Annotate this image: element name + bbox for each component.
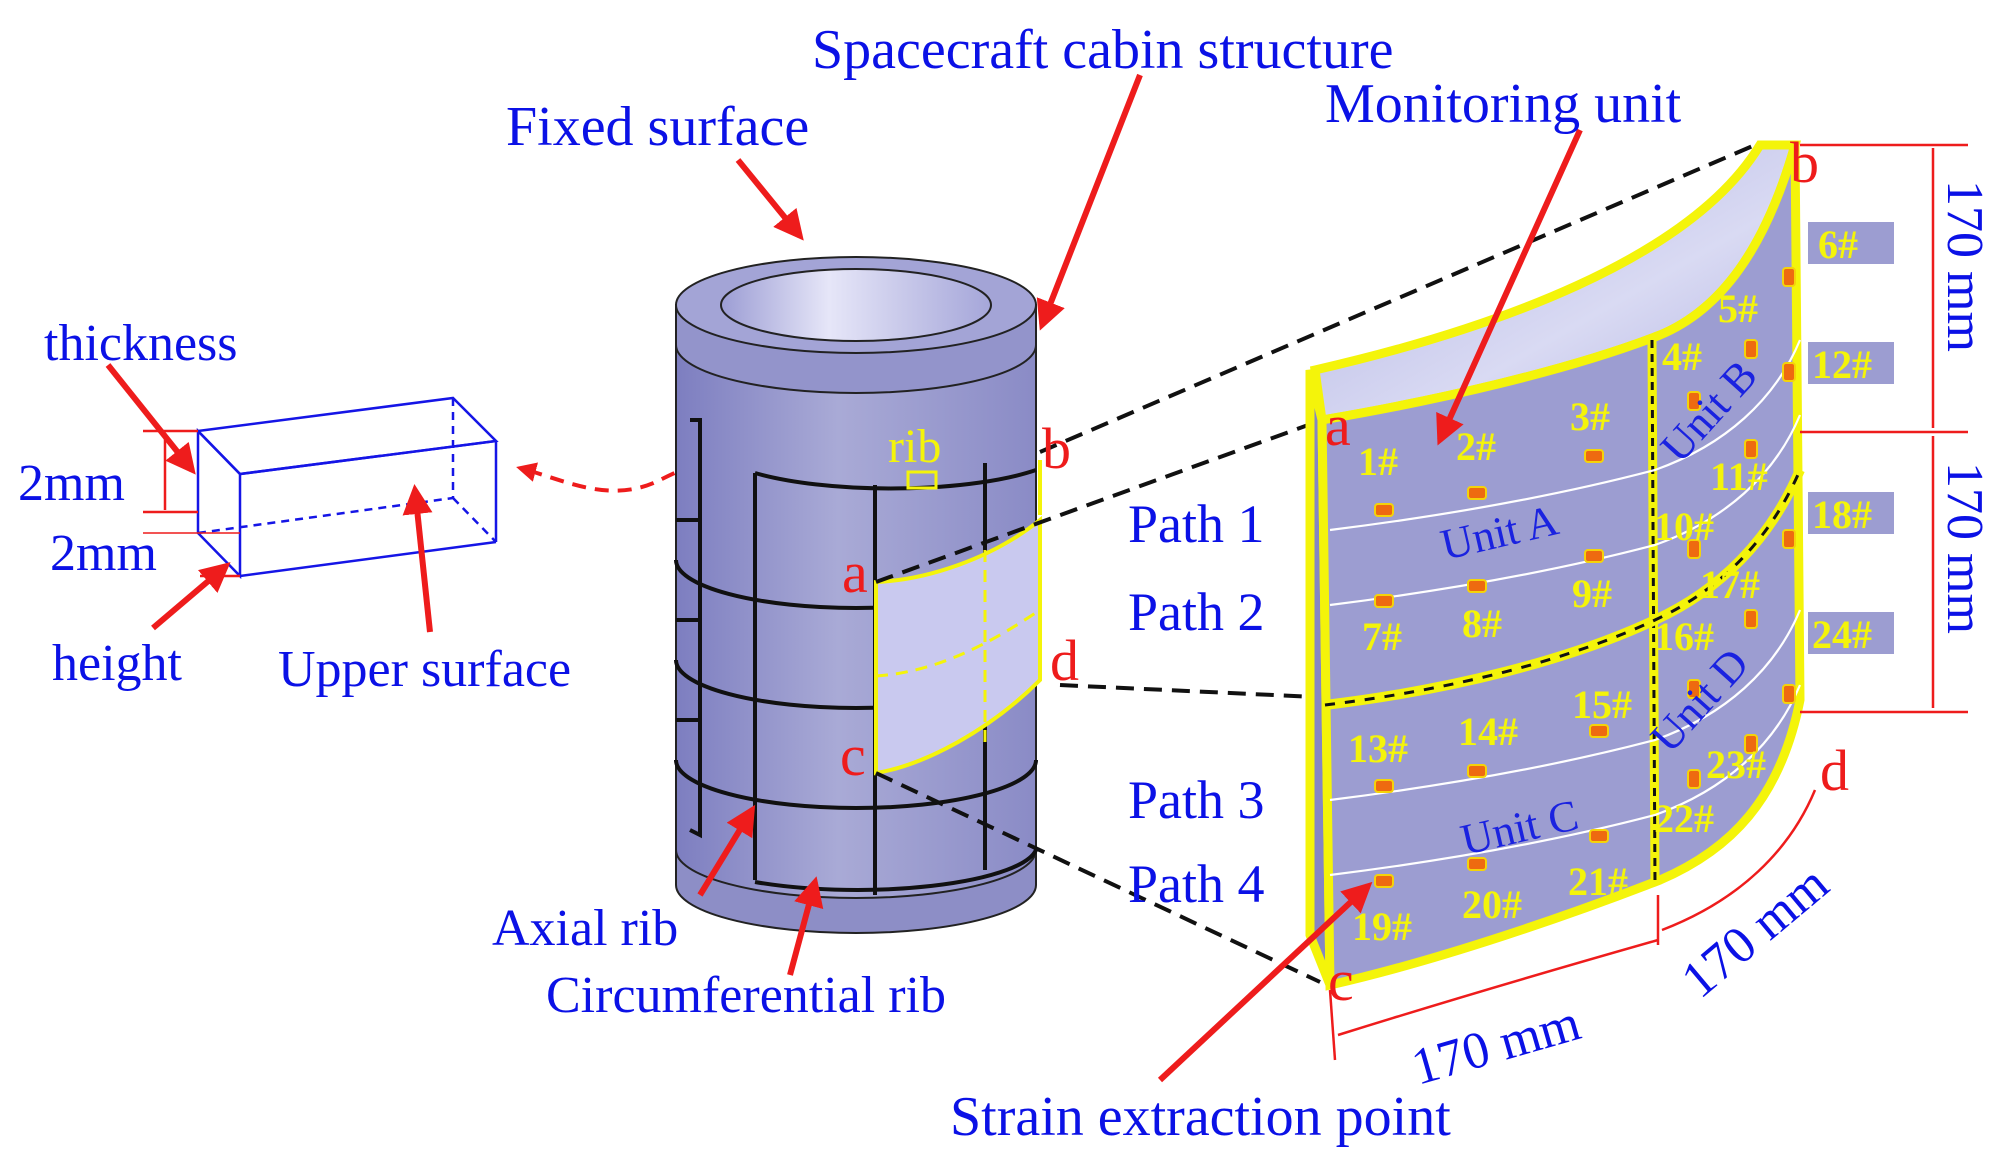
corner-b-panel: b bbox=[1790, 130, 1819, 195]
fixed-surface-label: Fixed surface bbox=[506, 96, 809, 158]
sensor-2-label: 2# bbox=[1456, 424, 1496, 469]
cabin-structure-arrow bbox=[1036, 73, 1143, 331]
axial-rib-arrow bbox=[697, 804, 756, 897]
dim-lower-vertical: 170 mm bbox=[1936, 462, 1993, 634]
enlarged-panel bbox=[1305, 140, 1805, 991]
height-dimension: 2mm bbox=[50, 525, 157, 582]
strain-extraction-label: Strain extraction point bbox=[950, 1086, 1451, 1148]
sensor-20-label: 20# bbox=[1462, 882, 1522, 927]
dim-bottom: 170 mm bbox=[1406, 994, 1587, 1096]
box-dimension-marks bbox=[143, 429, 240, 578]
corner-a-panel: a bbox=[1325, 393, 1351, 458]
spacecraft-cabin-label: Spacecraft cabin structure bbox=[812, 19, 1393, 81]
strain-extraction-arrow bbox=[1157, 881, 1373, 1083]
thickness-label: thickness bbox=[44, 315, 238, 372]
sensor-21-label: 21# bbox=[1568, 859, 1628, 904]
sensor-17-label: 17# bbox=[1700, 562, 1760, 607]
panel-face bbox=[1317, 143, 1805, 991]
monitoring-unit-label: Monitoring unit bbox=[1325, 73, 1682, 135]
sensor-11-label: 11# bbox=[1710, 454, 1768, 499]
panel-dimension-lines bbox=[1328, 143, 1968, 1061]
path-3-label: Path 3 bbox=[1128, 770, 1265, 830]
circumferential-rib-label: Circumferential rib bbox=[546, 967, 946, 1024]
sensor-3-label: 3# bbox=[1570, 394, 1610, 439]
sensor-7-label: 7# bbox=[1362, 614, 1402, 659]
corner-c-panel: c bbox=[1328, 948, 1354, 1013]
sensor-18-label: 18# bbox=[1812, 492, 1872, 537]
box-top-face bbox=[195, 396, 499, 476]
upper-surface-arrow bbox=[402, 484, 433, 633]
rib-highlight-marker bbox=[906, 470, 938, 490]
path-1-label: Path 1 bbox=[1128, 494, 1265, 554]
corner-a-cylinder: a bbox=[842, 540, 868, 605]
sensor-12-label: 12# bbox=[1812, 342, 1872, 387]
dim-upper-vertical: 170 mm bbox=[1936, 180, 1993, 352]
path-4-label: Path 4 bbox=[1128, 854, 1265, 914]
height-label: height bbox=[52, 635, 183, 692]
dim-diagonal: 170 mm bbox=[1671, 855, 1839, 1009]
sensor-9-label: 9# bbox=[1572, 571, 1612, 616]
edge-sensor-boxes bbox=[1808, 222, 1894, 654]
corner-b-cylinder: b bbox=[1042, 416, 1071, 481]
sensor-23-label: 23# bbox=[1706, 742, 1766, 787]
monitoring-unit-arrow bbox=[1436, 128, 1583, 446]
corner-d-panel: d bbox=[1820, 738, 1849, 803]
fixed-surface-arrow bbox=[735, 158, 804, 241]
sensor-24-label: 24# bbox=[1812, 612, 1872, 657]
sensor-4-label: 4# bbox=[1662, 334, 1702, 379]
height-arrow bbox=[151, 562, 231, 631]
box-front-face bbox=[196, 427, 242, 580]
corner-d-cylinder: d bbox=[1050, 628, 1079, 693]
rib-label: rib bbox=[888, 420, 941, 473]
sensor-8-label: 8# bbox=[1462, 601, 1502, 646]
sensor-1-label: 1# bbox=[1358, 439, 1398, 484]
path-lines bbox=[1329, 339, 1802, 877]
thickness-arrow bbox=[105, 363, 196, 475]
sensor-10-label: 10# bbox=[1654, 504, 1714, 549]
path-2-label: Path 2 bbox=[1128, 582, 1265, 642]
sensor-15-label: 15# bbox=[1572, 682, 1632, 727]
sensor-14-label: 14# bbox=[1458, 709, 1518, 754]
sensor-13-label: 13# bbox=[1348, 726, 1408, 771]
thickness-dimension: 2mm bbox=[18, 455, 125, 512]
upper-surface-label: Upper surface bbox=[278, 641, 571, 698]
sensor-22-label: 22# bbox=[1654, 796, 1714, 841]
cylinder-highlight-unit bbox=[874, 515, 1042, 776]
spacecraft-cylinder bbox=[674, 256, 1042, 934]
strain-points bbox=[1374, 267, 1796, 888]
rib-section-box bbox=[195, 396, 499, 580]
sensor-16-label: 16# bbox=[1654, 614, 1714, 659]
axial-rib-label: Axial rib bbox=[492, 900, 678, 957]
sensor-5-label: 5# bbox=[1718, 286, 1758, 331]
corner-c-cylinder: c bbox=[840, 723, 866, 788]
projection-lines bbox=[875, 143, 1756, 984]
circumferential-rib-arrow bbox=[787, 876, 824, 976]
sensor-19-label: 19# bbox=[1352, 904, 1412, 949]
sensor-6-label: 6# bbox=[1818, 222, 1858, 267]
